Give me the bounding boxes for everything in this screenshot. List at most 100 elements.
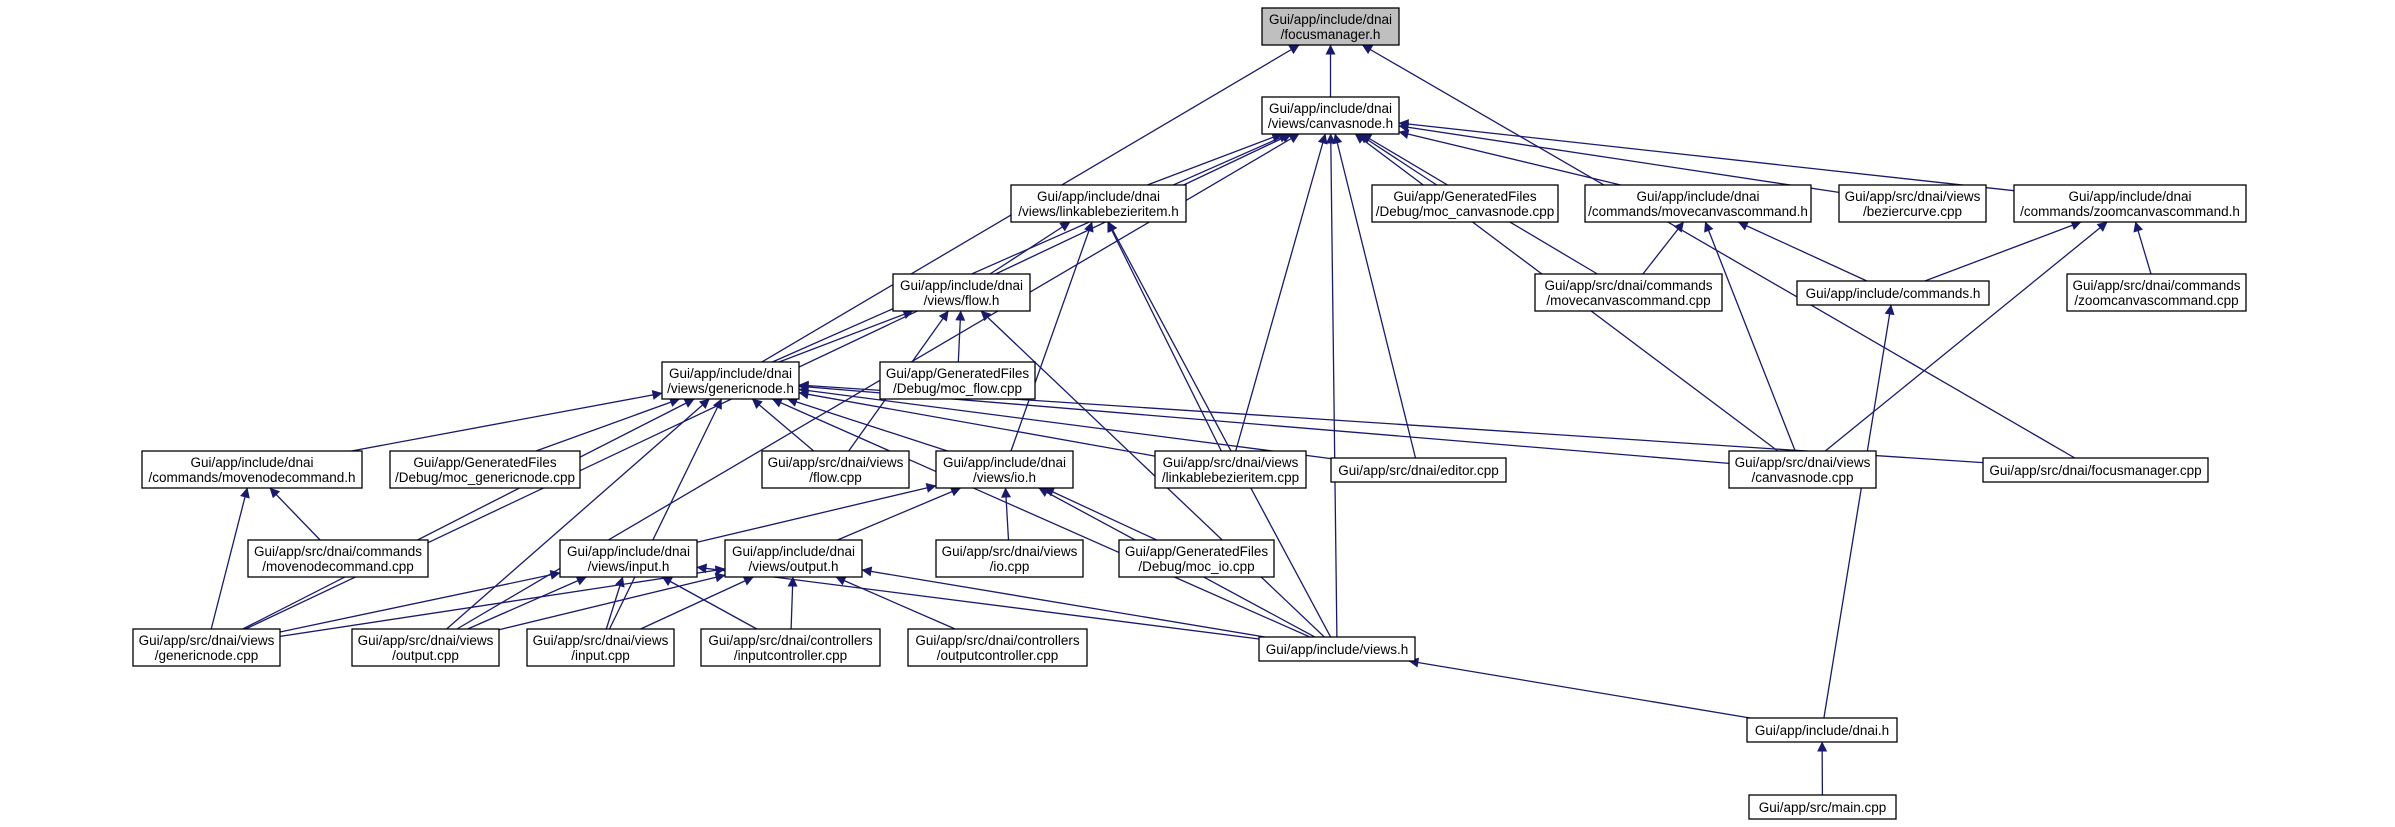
node-label-line: Gui/app/include/dnai bbox=[669, 366, 792, 381]
node-label-line: /movenodecommand.cpp bbox=[262, 559, 414, 574]
node-linkablebezieritem-h[interactable]: Gui/app/include/dnai/views/linkablebezie… bbox=[1010, 184, 1187, 223]
node-moc-flow[interactable]: Gui/app/GeneratedFiles/Debug/moc_flow.cp… bbox=[879, 361, 1036, 400]
node-focusmanager-h[interactable]: Gui/app/include/dnai/focusmanager.h bbox=[1261, 7, 1400, 46]
node-views-h[interactable]: Gui/app/include/views.h bbox=[1258, 636, 1416, 662]
node-label-line: /Debug/moc_canvasnode.cpp bbox=[1376, 204, 1555, 219]
node-label-line: Gui/app/include/views.h bbox=[1266, 642, 1409, 657]
node-label-line: Gui/app/src/dnai/editor.cpp bbox=[1338, 463, 1499, 478]
node-label-line: /commands/movecanvascommand.h bbox=[1588, 204, 1808, 219]
node-label-line: Gui/app/GeneratedFiles bbox=[1125, 544, 1269, 559]
node-label-line: /commands/zoomcanvascommand.h bbox=[2020, 204, 2240, 219]
node-canvasnode-h[interactable]: Gui/app/include/dnai/views/canvasnode.h bbox=[1261, 96, 1400, 135]
node-box bbox=[1838, 184, 1987, 223]
edge-input_cpp-to-genericnode_h bbox=[608, 398, 723, 630]
node-canvasnode-cpp[interactable]: Gui/app/src/dnai/views/canvasnode.cpp bbox=[1728, 450, 1877, 489]
node-input-cpp[interactable]: Gui/app/src/dnai/views/input.cpp bbox=[526, 628, 675, 667]
node-label-line: /views/flow.h bbox=[924, 293, 1000, 308]
node-box bbox=[661, 361, 800, 400]
node-box bbox=[700, 628, 881, 667]
node-box bbox=[1258, 636, 1416, 662]
node-label-line: Gui/app/src/main.cpp bbox=[1759, 800, 1887, 815]
node-label-line: Gui/app/src/dnai/commands bbox=[1544, 278, 1712, 293]
node-moc-io[interactable]: Gui/app/GeneratedFiles/Debug/moc_io.cpp bbox=[1118, 539, 1275, 578]
node-label-line: Gui/app/src/dnai/controllers bbox=[708, 633, 873, 648]
node-box bbox=[389, 450, 581, 489]
node-movecanvascommand-h[interactable]: Gui/app/include/dnai/commands/movecanvas… bbox=[1584, 184, 1812, 223]
node-label-line: Gui/app/include/dnai bbox=[943, 455, 1066, 470]
node-zoomcanvascommand-h[interactable]: Gui/app/include/dnai/commands/zoomcanvas… bbox=[2013, 184, 2247, 223]
node-box bbox=[1748, 794, 1897, 820]
node-label-line: /flow.cpp bbox=[809, 470, 862, 485]
node-io-h[interactable]: Gui/app/include/dnai/views/io.h bbox=[935, 450, 1074, 489]
edge-canvasnode_cpp-to-zoomcanvascommand_h bbox=[1824, 221, 2108, 452]
node-editor-cpp[interactable]: Gui/app/src/dnai/editor.cpp bbox=[1330, 457, 1507, 483]
node-label-line: Gui/app/src/dnai/views bbox=[1845, 189, 1981, 204]
node-box bbox=[1982, 457, 2209, 483]
node-box bbox=[935, 450, 1074, 489]
node-box bbox=[1261, 7, 1400, 46]
node-label-line: Gui/app/include/dnai bbox=[1037, 189, 1160, 204]
node-genericnode-cpp[interactable]: Gui/app/src/dnai/views/genericnode.cpp bbox=[132, 628, 281, 667]
edge-output_cpp-to-output_h bbox=[498, 572, 726, 631]
edge-commands_h-to-zoomcanvascommand_h bbox=[1924, 220, 2082, 282]
node-box bbox=[1118, 539, 1275, 578]
edge-views_h-to-canvasnode_h bbox=[1325, 133, 1338, 638]
edge-focusmanager_cpp-to-focusmanager_h bbox=[1361, 44, 2076, 459]
node-label-line: Gui/app/include/dnai bbox=[1636, 189, 1759, 204]
node-label-line: /canvasnode.cpp bbox=[1751, 470, 1853, 485]
edge-views_h-to-output_h bbox=[861, 566, 1266, 638]
node-box bbox=[1746, 717, 1898, 743]
node-label-line: Gui/app/include/dnai bbox=[732, 544, 855, 559]
node-inputcontroller-cpp[interactable]: Gui/app/src/dnai/controllers/inputcontro… bbox=[700, 628, 881, 667]
node-label-line: Gui/app/include/dnai bbox=[900, 278, 1023, 293]
edge-linkablebezieritem_cpp-to-linkablebezieritem_h bbox=[1107, 221, 1222, 452]
node-genericnode-h[interactable]: Gui/app/include/dnai/views/genericnode.h bbox=[661, 361, 800, 400]
node-moc-canvasnode[interactable]: Gui/app/GeneratedFiles/Debug/moc_canvasn… bbox=[1371, 184, 1559, 223]
node-outputcontroller-cpp[interactable]: Gui/app/src/dnai/controllers/outputcontr… bbox=[907, 628, 1088, 667]
node-flow-h[interactable]: Gui/app/include/dnai/views/flow.h bbox=[892, 273, 1031, 312]
node-label-line: /Debug/moc_flow.cpp bbox=[893, 381, 1022, 396]
edge-views_h-to-linkablebezieritem_h bbox=[1107, 221, 1332, 638]
node-label-line: /genericnode.cpp bbox=[155, 648, 259, 663]
node-main-cpp[interactable]: Gui/app/src/main.cpp bbox=[1748, 794, 1897, 820]
edge-editor_cpp-to-genericnode_h bbox=[798, 385, 1332, 460]
node-box bbox=[132, 628, 281, 667]
node-beziercurve-cpp[interactable]: Gui/app/src/dnai/views/beziercurve.cpp bbox=[1838, 184, 1987, 223]
node-movenodecommand-h[interactable]: Gui/app/include/dnai/commands/movenodeco… bbox=[141, 450, 363, 489]
edge-linkablebezieritem_h-to-canvasnode_h bbox=[1147, 132, 1283, 186]
node-box bbox=[907, 628, 1088, 667]
node-box bbox=[1371, 184, 1559, 223]
edge-editor_cpp-to-canvasnode_h bbox=[1332, 133, 1417, 459]
edge-genericnode_cpp-to-movenodecommand_h bbox=[210, 487, 250, 630]
node-movenodecommand-cpp[interactable]: Gui/app/src/dnai/commands/movenodecomman… bbox=[247, 539, 429, 578]
node-box bbox=[526, 628, 675, 667]
node-linkablebezieritem-cpp[interactable]: Gui/app/src/dnai/views/linkablebezierite… bbox=[1154, 450, 1307, 489]
node-label-line: Gui/app/src/dnai/controllers bbox=[915, 633, 1080, 648]
edge-io_cpp-to-io_h bbox=[1001, 487, 1012, 541]
edge-moc_canvasnode-to-canvasnode_h bbox=[1358, 133, 1438, 186]
node-box bbox=[559, 539, 698, 578]
node-commands-h[interactable]: Gui/app/include/commands.h bbox=[1796, 280, 1990, 306]
node-box bbox=[935, 539, 1084, 578]
node-focusmanager-cpp[interactable]: Gui/app/src/dnai/focusmanager.cpp bbox=[1982, 457, 2209, 483]
node-label-line: /output.cpp bbox=[392, 648, 459, 663]
node-zoomcanvascommand-cpp[interactable]: Gui/app/src/dnai/commands/zoomcanvascomm… bbox=[2066, 273, 2247, 312]
node-moc-genericnode[interactable]: Gui/app/GeneratedFiles/Debug/moc_generic… bbox=[389, 450, 581, 489]
node-box bbox=[1330, 457, 1507, 483]
node-movecanvascommand-cpp[interactable]: Gui/app/src/dnai/commands/movecanvascomm… bbox=[1534, 273, 1723, 312]
node-label-line: /movecanvascommand.cpp bbox=[1546, 293, 1710, 308]
edge-zoomcanvascommand_cpp-to-zoomcanvascommand_h bbox=[2133, 221, 2152, 275]
node-flow-cpp[interactable]: Gui/app/src/dnai/views/flow.cpp bbox=[761, 450, 910, 489]
node-label-line: /views/genericnode.h bbox=[667, 381, 794, 396]
node-io-cpp[interactable]: Gui/app/src/dnai/views/io.cpp bbox=[935, 539, 1084, 578]
edge-flow_h-to-linkablebezieritem_h bbox=[989, 221, 1071, 275]
node-input-h[interactable]: Gui/app/include/dnai/views/input.h bbox=[559, 539, 698, 578]
node-label-line: Gui/app/include/commands.h bbox=[1806, 286, 1981, 301]
edge-inputcontroller_cpp-to-output_h bbox=[787, 576, 798, 630]
node-output-h[interactable]: Gui/app/include/dnai/views/output.h bbox=[724, 539, 863, 578]
edge-moc_genericnode-to-genericnode_h bbox=[535, 397, 680, 452]
node-dnai-h[interactable]: Gui/app/include/dnai.h bbox=[1746, 717, 1898, 743]
node-output-cpp[interactable]: Gui/app/src/dnai/views/output.cpp bbox=[351, 628, 500, 667]
node-label-line: Gui/app/src/dnai/views bbox=[1163, 455, 1299, 470]
